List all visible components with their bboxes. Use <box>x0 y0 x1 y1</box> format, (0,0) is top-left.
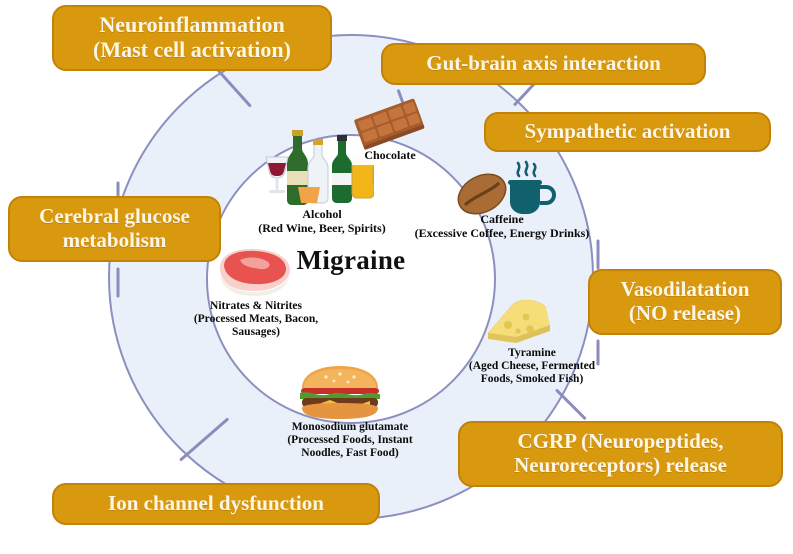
callout-cerebral-glucose[interactable]: Cerebral glucose metabolism <box>8 196 221 262</box>
connector-vasodilatation <box>596 239 600 270</box>
trigger-label-caffeine: Caffeine (Excessive Coffee, Energy Drink… <box>392 212 612 240</box>
callout-line1: Sympathetic activation <box>524 119 731 144</box>
trigger-label-tyramine: Tyramine (Aged Cheese, Fermented Foods, … <box>444 347 620 386</box>
cheese-wedge-icon <box>482 295 558 347</box>
callout-line1: Neuroinflammation <box>99 12 285 38</box>
callout-line1: Gut-brain axis interaction <box>426 51 661 76</box>
raw-meat-steak-icon <box>210 244 298 300</box>
chocolate-bar-icon <box>350 98 430 154</box>
callout-line2: Neuroreceptors) release <box>514 453 727 477</box>
trigger-subtitle-line1: (Processed Meats, Bacon, <box>193 312 319 325</box>
callout-line1: Vasodilatation <box>620 277 750 302</box>
trigger-subtitle: (Excessive Coffee, Energy Drinks) <box>414 225 590 240</box>
trigger-subtitle-line1: (Processed Foods, Instant <box>287 433 413 446</box>
trigger-subtitle-line2: Noodles, Fast Food) <box>301 446 399 459</box>
callout-cgrp[interactable]: CGRP (Neuropeptides, Neuroreceptors) rel… <box>458 421 783 487</box>
trigger-title: Caffeine <box>480 212 524 226</box>
trigger-label-nitrates: Nitrates & Nitrites (Processed Meats, Ba… <box>176 300 336 339</box>
connector-cerebral-glucose-lower <box>116 267 120 298</box>
connector-cgrp <box>554 388 587 421</box>
callout-neuroinflammation[interactable]: Neuroinflammation (Mast cell activation) <box>52 5 332 71</box>
trigger-title: Chocolate <box>364 148 416 162</box>
trigger-subtitle: (Red Wine, Beer, Spirits) <box>258 220 386 235</box>
trigger-title: Alcohol <box>302 207 342 221</box>
callout-line2: (NO release) <box>628 301 742 325</box>
callout-line1: CGRP (Neuropeptides, <box>517 429 724 454</box>
center-label: Migraine <box>296 245 406 275</box>
callout-vasodilatation[interactable]: Vasodilatation (NO release) <box>588 269 782 335</box>
trigger-label-msg: Monosodium glutamate (Processed Foods, I… <box>250 421 450 460</box>
coffee-bean-cup-icon <box>448 158 556 220</box>
trigger-title: Nitrates & Nitrites <box>210 300 302 312</box>
trigger-subtitle-line2: Sausages) <box>232 325 280 338</box>
trigger-label-alcohol: Alcohol (Red Wine, Beer, Spirits) <box>222 207 422 235</box>
callout-sympathetic[interactable]: Sympathetic activation <box>484 112 771 152</box>
callout-line2: metabolism <box>62 228 167 252</box>
trigger-subtitle-line2: Foods, Smoked Fish) <box>480 372 584 385</box>
hamburger-icon <box>296 364 384 420</box>
callout-gut-brain[interactable]: Gut-brain axis interaction <box>381 43 706 85</box>
callout-line2: (Mast cell activation) <box>93 37 291 62</box>
alcohol-bottles-icon <box>262 127 374 207</box>
callout-ion-channel[interactable]: Ion channel dysfunction <box>52 483 380 525</box>
callout-line1: Cerebral glucose <box>39 204 190 229</box>
trigger-title: Tyramine <box>508 347 556 359</box>
callout-line1: Ion channel dysfunction <box>108 491 324 516</box>
trigger-label-chocolate: Chocolate <box>335 148 445 163</box>
trigger-subtitle-line1: (Aged Cheese, Fermented <box>468 359 596 372</box>
trigger-title: Monosodium glutamate <box>291 421 409 433</box>
